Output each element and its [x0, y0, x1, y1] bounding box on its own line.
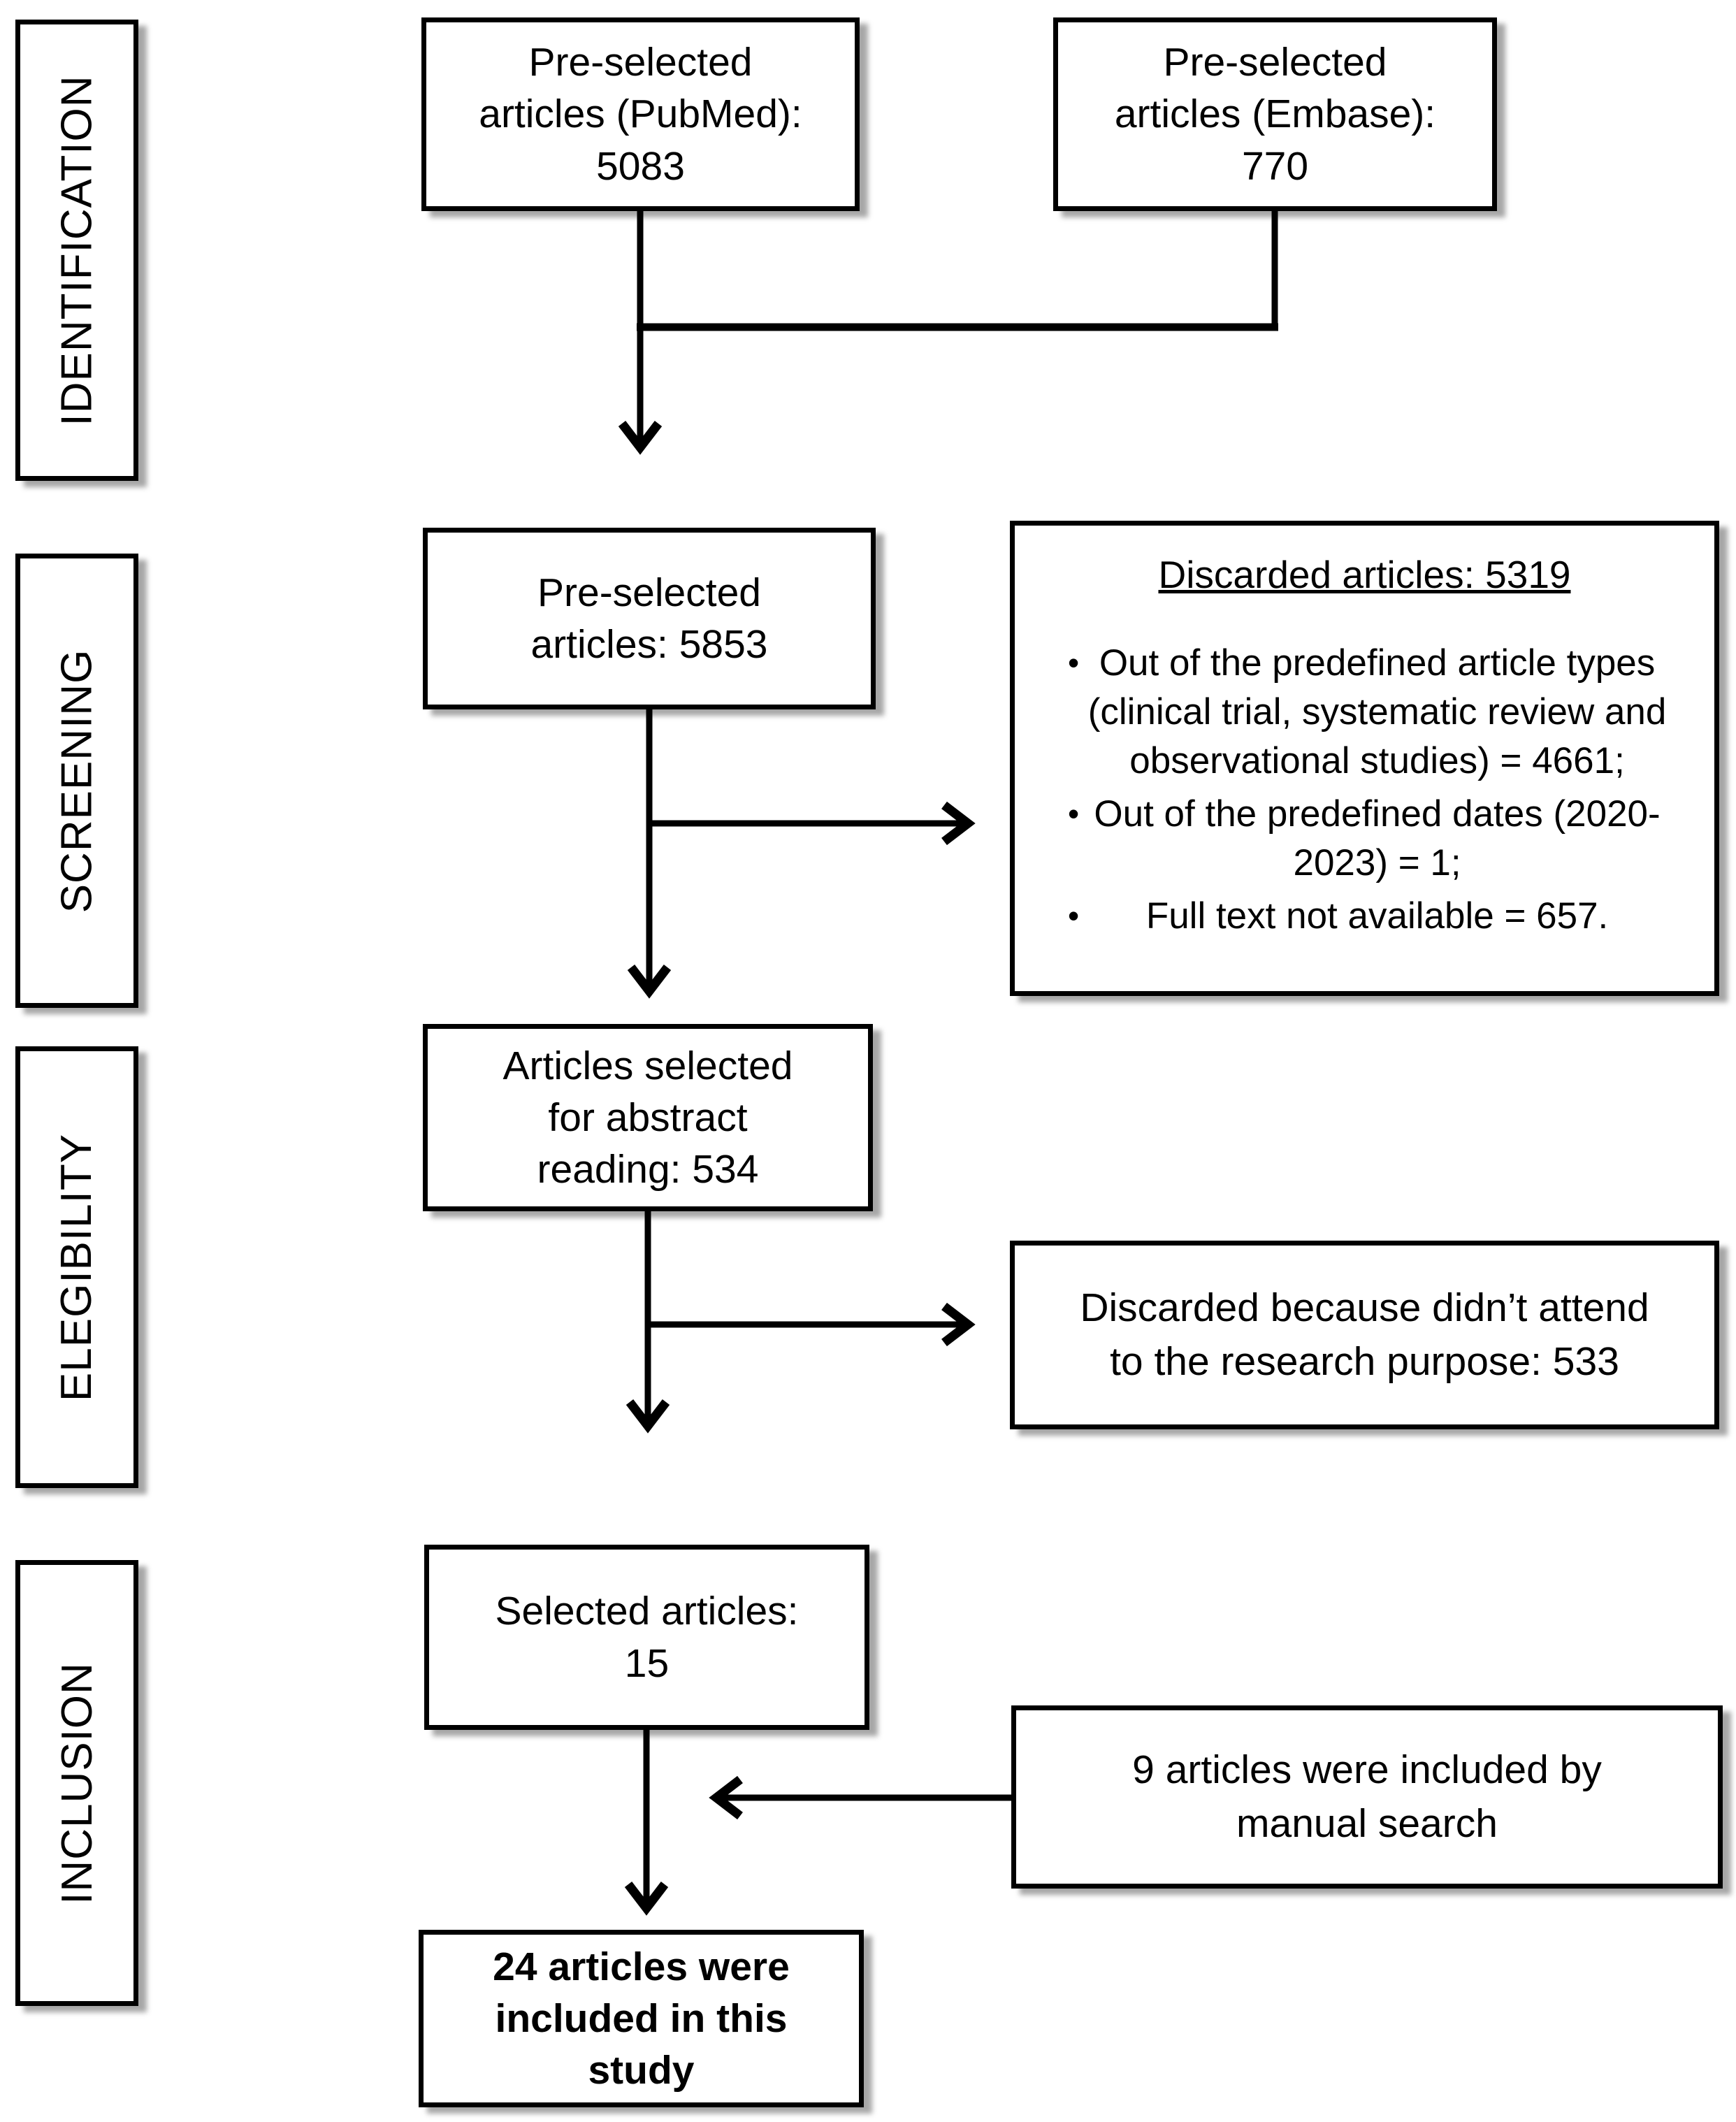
box-final-included-text: 24 articles were included in this study: [493, 1944, 790, 2093]
bullet-icon: •: [1068, 897, 1080, 934]
box-discarded-screening: Discarded articles: 5319 • Out of the pr…: [1010, 521, 1719, 996]
discarded-reason-text: Out of the predefined dates (2020-2023) …: [1094, 793, 1661, 883]
box-preselected-embase: Pre-selected articles (Embase): 770: [1053, 17, 1497, 211]
box-discarded-eligibility-text: Discarded because didn’t attend to the r…: [1080, 1285, 1649, 1384]
discarded-reason-item: • Full text not available = 657.: [1036, 892, 1693, 941]
discarded-reason-item: • Out of the predefined article types (c…: [1036, 639, 1693, 786]
stage-label-screening-text: SCREENING: [52, 649, 101, 913]
box-preselected-pubmed: Pre-selected articles (PubMed): 5083: [421, 17, 860, 211]
box-selected-articles-text: Selected articles: 15: [495, 1589, 799, 1686]
stage-label-inclusion-text: INCLUSION: [52, 1661, 101, 1905]
bullet-icon: •: [1068, 644, 1080, 681]
discarded-reason-text: Out of the predefined article types (cli…: [1087, 642, 1667, 781]
box-abstract-reading: Articles selected for abstract reading: …: [423, 1024, 873, 1211]
stage-label-screening: SCREENING: [15, 554, 138, 1008]
box-abstract-reading-text: Articles selected for abstract reading: …: [502, 1043, 793, 1192]
box-manual-search: 9 articles were included by manual searc…: [1011, 1705, 1723, 1889]
stage-label-identification-text: IDENTIFICATION: [52, 75, 101, 426]
bullet-icon: •: [1068, 795, 1080, 832]
stage-label-inclusion: INCLUSION: [15, 1560, 138, 2006]
box-discarded-screening-title: Discarded articles: 5319: [1158, 553, 1571, 596]
box-selected-articles: Selected articles: 15: [424, 1545, 869, 1730]
box-preselected-pooled-text: Pre-selected articles: 5853: [530, 570, 768, 667]
stage-label-eligibility: ELEGIBILITY: [15, 1046, 138, 1488]
stage-label-eligibility-text: ELEGIBILITY: [52, 1133, 101, 1401]
stage-label-identification: IDENTIFICATION: [15, 20, 138, 481]
discarded-reason-item: • Out of the predefined dates (2020-2023…: [1036, 790, 1693, 888]
box-final-included: 24 articles were included in this study: [419, 1930, 864, 2107]
discarded-reason-text: Full text not available = 657.: [1145, 895, 1609, 937]
box-discarded-eligibility: Discarded because didn’t attend to the r…: [1010, 1241, 1719, 1429]
box-preselected-pubmed-text: Pre-selected articles (PubMed): 5083: [479, 40, 802, 189]
box-preselected-pooled: Pre-selected articles: 5853: [423, 528, 876, 709]
box-preselected-embase-text: Pre-selected articles (Embase): 770: [1114, 40, 1436, 189]
box-manual-search-text: 9 articles were included by manual searc…: [1132, 1747, 1602, 1846]
discarded-reason-list: • Out of the predefined article types (c…: [1036, 639, 1693, 945]
